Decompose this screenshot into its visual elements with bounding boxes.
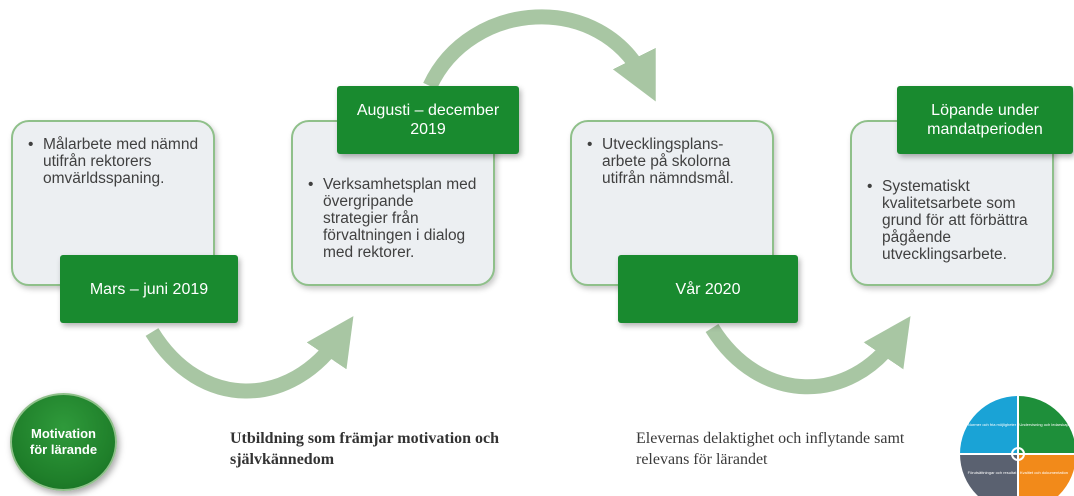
step-3-bullet: Utvecklingsplans-arbete på skolorna utif… [587,136,760,187]
wheel-quadrant-br [1018,454,1074,496]
caption-right: Elevernas delaktighet och inflytande sam… [636,430,905,468]
arrow-step1-to-step2 [145,316,354,399]
step-4-bullet: Systematiskt kvalitetsarbete som grund f… [867,178,1040,263]
step-1-card: Målarbete med nämnd utifrån rektorers om… [11,120,215,286]
arrow-step3-to-step4 [705,316,911,395]
arrow-step2-to-step3 [423,9,656,102]
step-3-label: Vår 2020 [618,255,798,323]
wheel-text-tl: Normer och fria möjligheter [968,422,1017,427]
motivation-badge-text: Motivation för lärande [29,426,98,457]
wheel-text-bl: Förutsättningar och resultat [968,470,1018,475]
quadrant-wheel-icon: Normer och fria möjligheter Undervisning… [958,396,1074,496]
step-2-label: Augusti – december 2019 [337,86,519,154]
wheel-text-tr: Undervisning och ledarskap [1019,422,1069,427]
step-1-bullet: Målarbete med nämnd utifrån rektorers om… [28,136,201,187]
wheel-text-br: Kvalitet och dokumentation [1020,470,1068,475]
wheel-quadrant-tl [960,396,1018,454]
caption-left: Utbildning som främjar motivation och sj… [230,430,500,468]
step-1-label: Mars – juni 2019 [60,255,238,323]
step-2-bullet: Verksamhetsplan med övergripande strateg… [308,176,481,261]
wheel-quadrant-tr [1018,396,1074,454]
wheel-quadrant-bl [960,454,1018,496]
motivation-badge: Motivation för lärande [10,393,117,491]
step-4-label: Löpande under mandatperioden [897,86,1073,154]
